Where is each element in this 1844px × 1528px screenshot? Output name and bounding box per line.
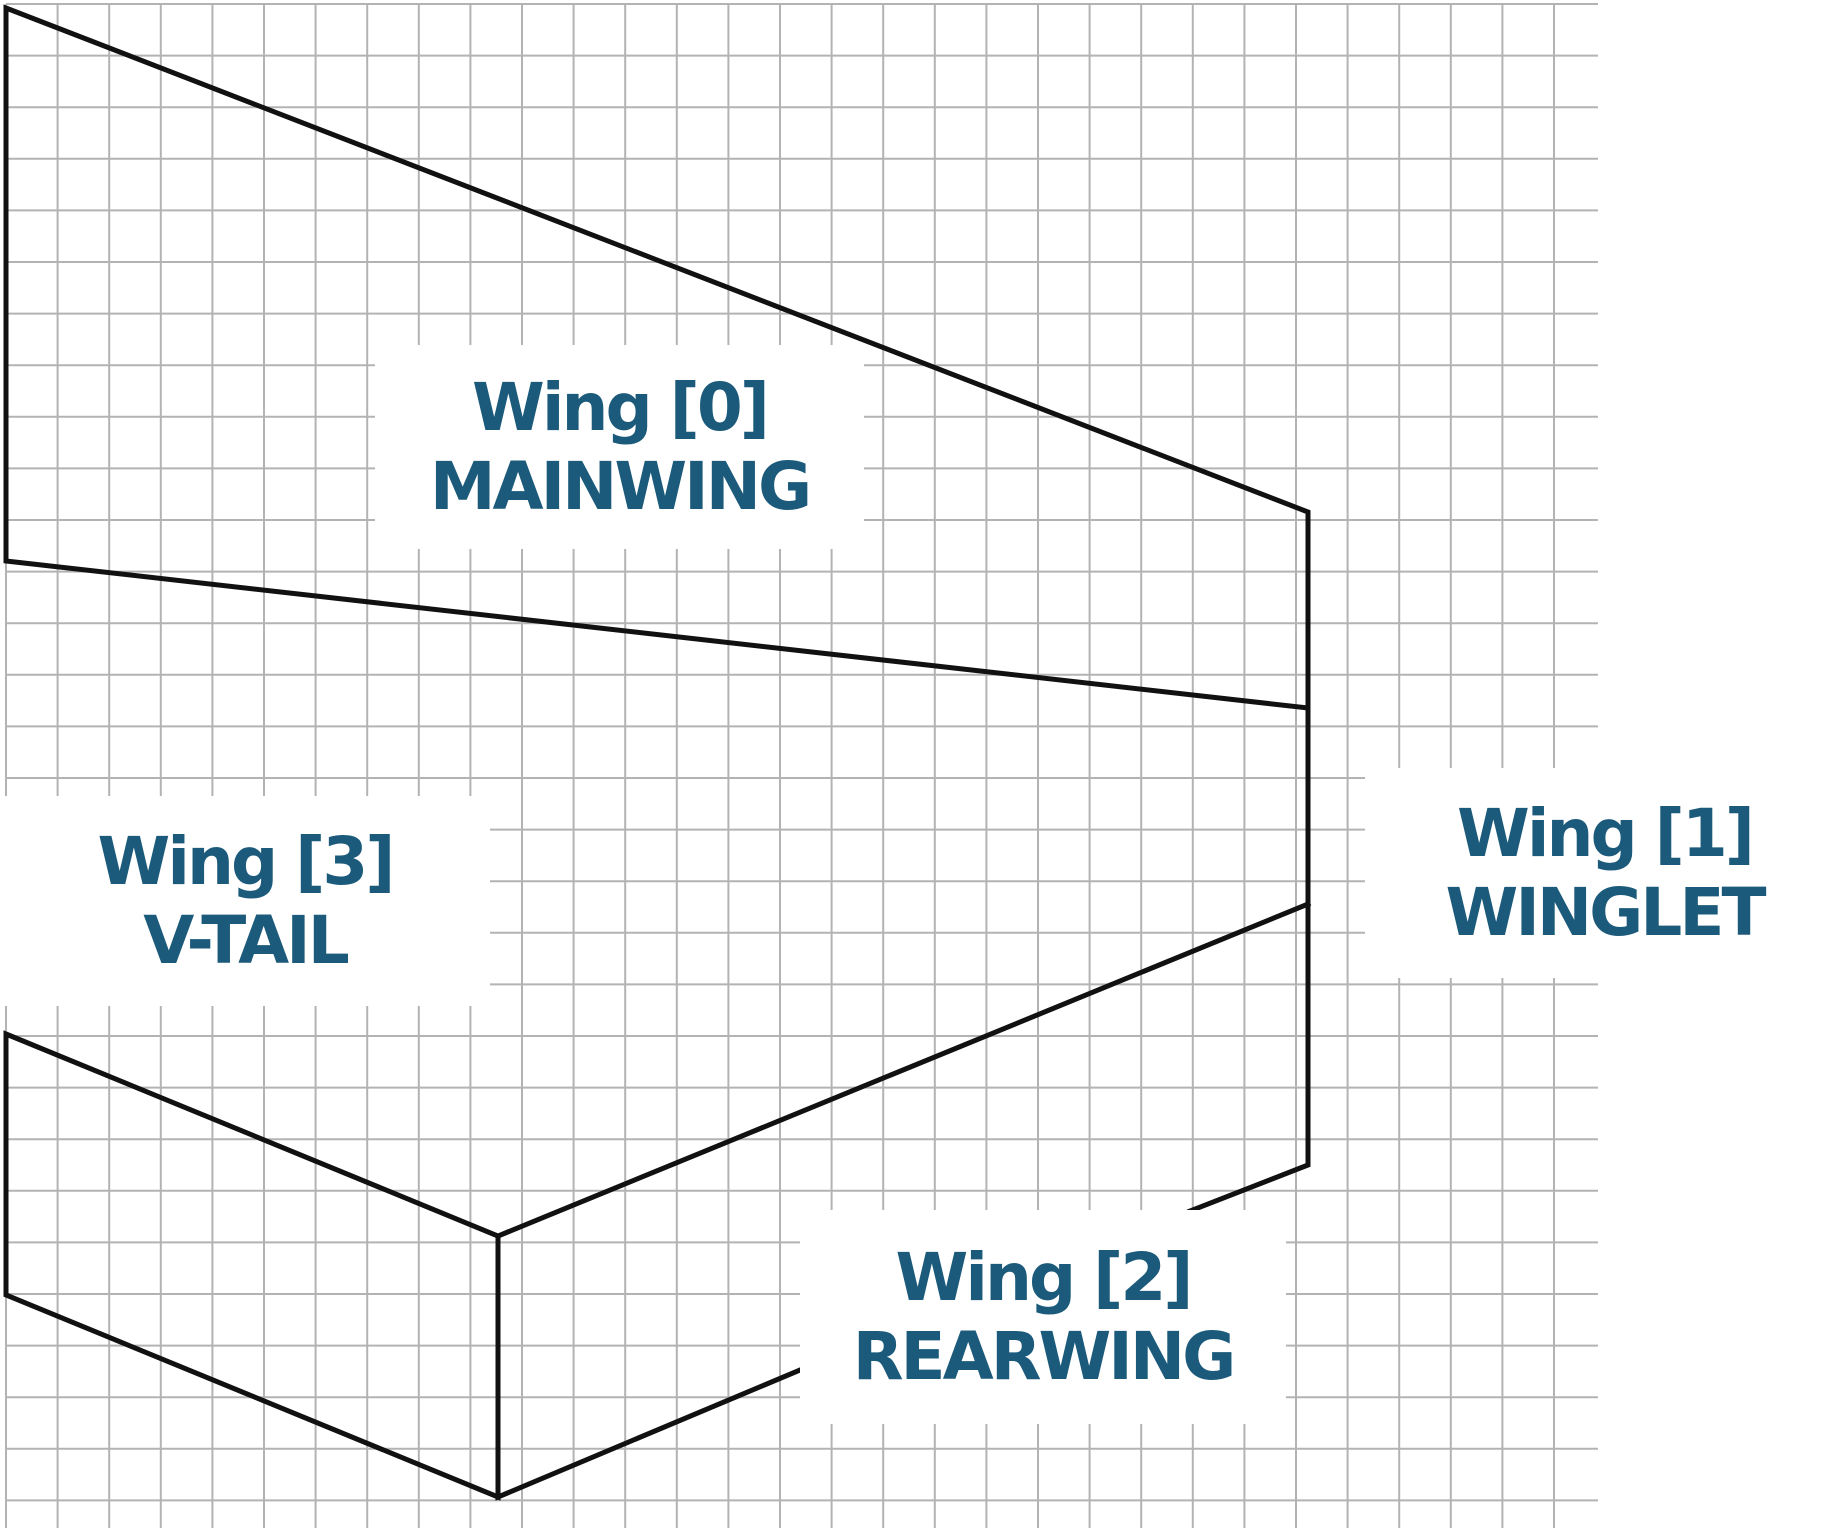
wing-1-label: Wing [1] WINGLET <box>1365 768 1844 978</box>
wing-2-name: REARWING <box>852 1318 1237 1395</box>
wing-3-name: V-TAIL <box>143 902 350 979</box>
wing-1-index: Wing [1] <box>1457 794 1755 872</box>
wing-0-name: MAINWING <box>429 448 812 525</box>
wing-outlines <box>3 4 1312 1501</box>
wing-0-label: Wing [0] MAINWING <box>375 345 864 549</box>
wing-3-label: Wing [3] V-TAIL <box>0 796 490 1006</box>
vtail-outline <box>3 1030 501 1501</box>
wing-2-label: Wing [2] REARWING <box>800 1210 1286 1424</box>
wing-0-index: Wing [0] <box>472 368 770 446</box>
wing-1-name: WINGLET <box>1445 874 1767 951</box>
wing-3-index: Wing [3] <box>97 822 396 900</box>
wing-2-index: Wing [2] <box>895 1238 1194 1316</box>
winglet-outline <box>1186 672 1311 1215</box>
